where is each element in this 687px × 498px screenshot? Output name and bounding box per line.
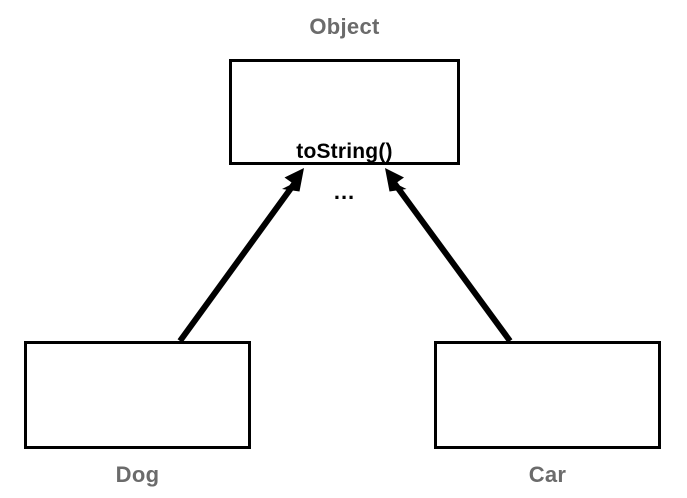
- class-title-dog: Dog: [115, 462, 160, 487]
- class-member-ellipsis: ...: [333, 179, 356, 204]
- class-box-car[interactable]: move(): [434, 341, 661, 449]
- class-title-car: Car: [528, 462, 567, 487]
- class-member-tostring: toString(): [296, 140, 393, 163]
- edge-line-car-object: [391, 180, 513, 343]
- edge-line-dog-object: [177, 180, 298, 343]
- class-box-dog[interactable]: sound(): [24, 341, 251, 449]
- class-title-object: Object: [309, 14, 380, 39]
- class-box-object[interactable]: toString() ...: [229, 59, 460, 203]
